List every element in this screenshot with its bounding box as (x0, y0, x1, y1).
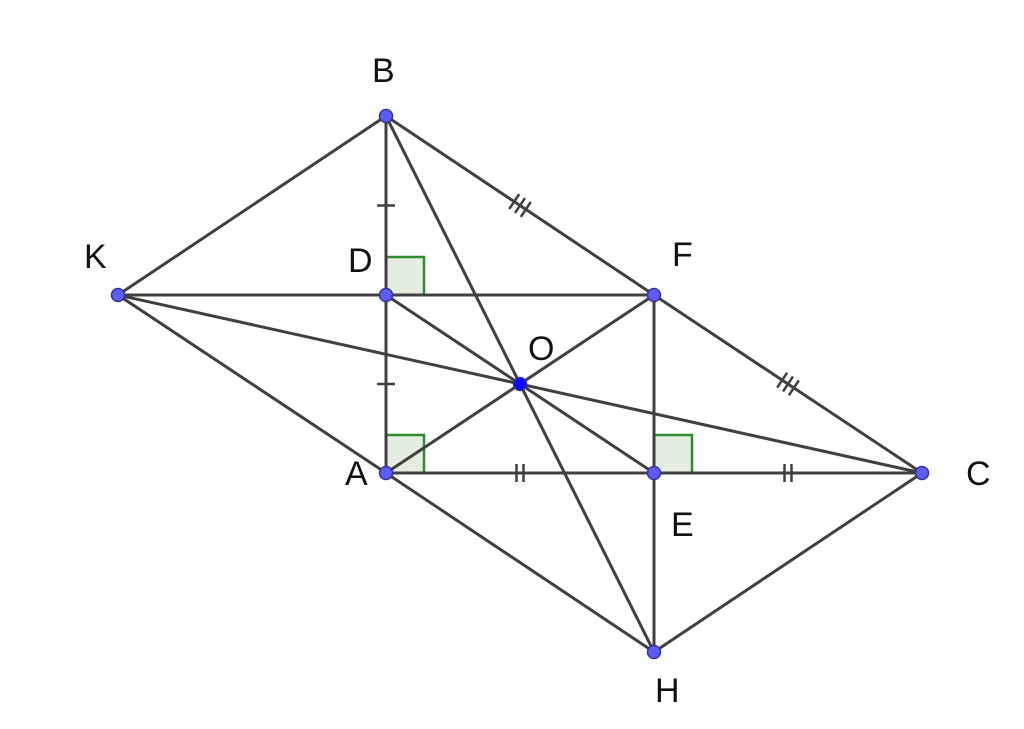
right-angle-marker-a (384, 433, 426, 475)
equal-length-marks (377, 193, 800, 482)
points (110, 108, 930, 660)
point-c (914, 465, 930, 481)
tick-mark-bf-3 (519, 201, 532, 218)
point-e (646, 465, 662, 481)
tick-mark-fc-3 (787, 379, 800, 397)
point-label-a: A (345, 455, 368, 493)
point-h (646, 644, 662, 660)
point-label-o: O (528, 330, 554, 368)
point-f (646, 287, 662, 303)
point-b (378, 108, 394, 124)
segment-hc (652, 471, 924, 654)
point-label-c: C (966, 455, 991, 493)
point-label-e: E (671, 506, 694, 544)
segment-bk (116, 114, 388, 297)
tick-mark-bf-1 (508, 193, 521, 210)
tick-mark-fc-2 (781, 375, 795, 393)
point-label-d: D (348, 242, 373, 280)
point-o (512, 376, 528, 392)
right-angle-marker-e (652, 433, 694, 475)
point-d (378, 287, 394, 303)
point-label-f: F (672, 236, 693, 274)
point-labels: B K D F O A E C H (84, 52, 991, 710)
point-a (378, 465, 394, 481)
point-label-k: K (84, 238, 107, 276)
point-label-h: H (655, 672, 680, 710)
right-angle-marker-d (384, 255, 426, 297)
point-k (110, 287, 126, 303)
tick-mark-bf-2 (513, 197, 527, 214)
segment-ah (384, 471, 656, 654)
segment-ka (116, 293, 388, 475)
point-label-b: B (372, 52, 395, 90)
tick-mark-fc-1 (776, 371, 789, 389)
